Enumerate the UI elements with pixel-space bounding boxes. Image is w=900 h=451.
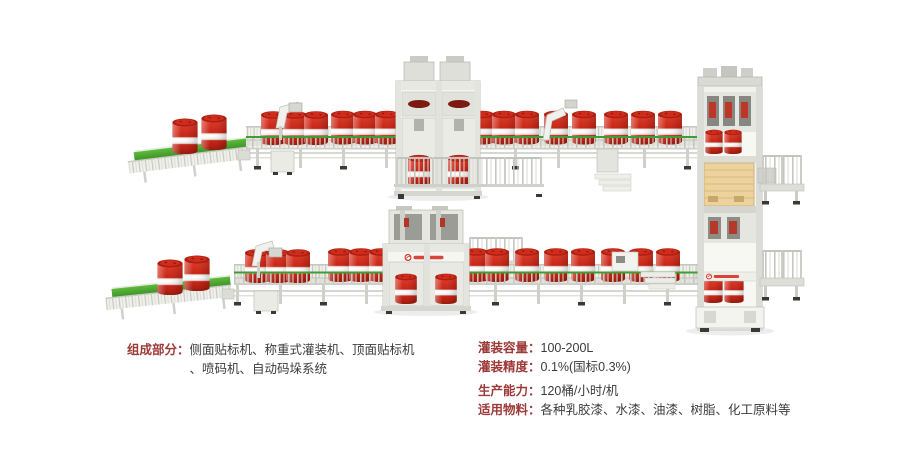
top-labeling-machine-2 bbox=[542, 99, 578, 141]
side-labeling-machine-bottom bbox=[251, 240, 283, 278]
spec-row-capacity: 灌装容量： 100-200L bbox=[478, 341, 594, 355]
steel-drum bbox=[157, 259, 183, 295]
top-side-platform bbox=[757, 155, 805, 205]
weigh-hopper-left bbox=[408, 100, 430, 108]
steel-drum bbox=[435, 273, 457, 304]
steel-drum bbox=[201, 114, 227, 150]
components-text: 侧面贴标机、称重式灌装机、顶面贴标机 、喷码机、自动码垛系统 bbox=[190, 341, 415, 379]
components-line-2: 、喷码机、自动码垛系统 bbox=[189, 362, 328, 376]
ramp-drive-box-bottom bbox=[221, 288, 235, 300]
tower-gripper-unit bbox=[702, 92, 758, 132]
steel-drum bbox=[172, 118, 198, 154]
spec-row-materials: 适用物料： 各种乳胶漆、水漆、油漆、树脂、化工原料等 bbox=[478, 403, 791, 417]
steel-drum bbox=[184, 255, 210, 291]
inkjet-coder-bottom bbox=[253, 290, 279, 314]
spec-row-productivity: 生产能力： 120桶/小时/机 bbox=[478, 384, 619, 398]
top-production-line bbox=[127, 56, 697, 201]
palletizer-tower bbox=[686, 66, 774, 336]
inkjet-coder-top bbox=[270, 150, 295, 175]
top-labeling-machine-bottom-2 bbox=[611, 251, 639, 272]
steel-drum bbox=[395, 273, 417, 304]
weigh-hopper-right bbox=[448, 100, 470, 108]
control-screen bbox=[288, 102, 303, 113]
production-line-illustration bbox=[105, 56, 805, 336]
bottom-production-line bbox=[105, 206, 698, 320]
bottom-side-platform bbox=[759, 250, 805, 301]
components-spec: 组成部分： 侧面贴标机、称重式灌装机、顶面贴标机 、喷码机、自动码垛系统 bbox=[127, 341, 415, 379]
pallet-stack bbox=[703, 162, 755, 207]
step-platform-top bbox=[594, 148, 632, 192]
spec-row-accuracy: 灌装精度： 0.1%(国标0.3%) bbox=[478, 360, 631, 374]
components-label: 组成部分： bbox=[127, 343, 190, 357]
filling-machine-bottom bbox=[374, 206, 478, 316]
ramp-drive-box bbox=[237, 149, 251, 161]
parameters-spec: 灌装容量： 100-200L 灌装精度： 0.1%(国标0.3%) 生产能力： … bbox=[478, 339, 791, 420]
steel-drum bbox=[705, 129, 723, 154]
operator-mezzanine-top bbox=[394, 157, 544, 197]
steel-drum bbox=[724, 129, 742, 154]
step-platform-bottom bbox=[640, 271, 676, 290]
side-labeling-machine-top bbox=[275, 101, 303, 140]
components-line-1: 侧面贴标机、称重式灌装机、顶面贴标机 bbox=[189, 343, 415, 357]
control-screen bbox=[268, 247, 283, 258]
tower-lift-unit bbox=[702, 213, 758, 243]
